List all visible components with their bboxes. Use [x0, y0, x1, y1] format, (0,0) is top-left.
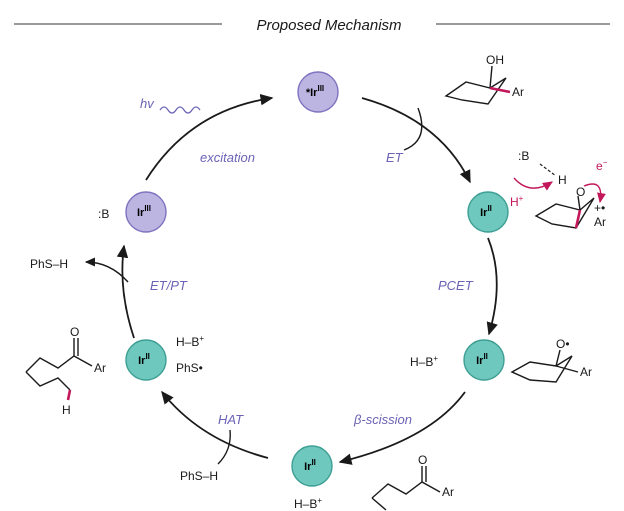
- opened-radical-o: O: [418, 453, 427, 467]
- product-h: H: [62, 403, 71, 417]
- step-hat: HAT: [218, 412, 244, 427]
- node-ir-excited: *IrIII: [297, 71, 339, 113]
- arrow-excitation: [145, 93, 274, 181]
- step-excitation: excitation: [200, 150, 255, 165]
- arrow-et-pt: [116, 244, 135, 339]
- step-hv: hv: [140, 96, 155, 111]
- node-ir-right-bottom-base: Ir: [476, 355, 484, 367]
- arrow-substrate-in: [403, 107, 423, 151]
- svg-text:H+: H+: [510, 194, 524, 209]
- node-ir-left-sup: II: [145, 352, 149, 361]
- pcet-e-minus: e−: [596, 158, 608, 173]
- substrate-ar: Ar: [512, 85, 524, 99]
- pcet-ring: [534, 195, 595, 229]
- step-et: ET: [386, 150, 404, 165]
- base-colon-label: :B: [98, 207, 109, 221]
- product-o: O: [70, 325, 79, 339]
- node-ir-excited-sup: III: [317, 84, 324, 93]
- pcet-radical-cation: +•: [594, 201, 605, 215]
- hv-wave: [159, 106, 201, 114]
- alkoxy-ring: [510, 349, 579, 383]
- pcet-ar: Ar: [594, 215, 606, 229]
- arrow-beta-scission: [338, 391, 466, 465]
- arrow-pcet: [486, 237, 498, 336]
- svg-text:*IrIII: *IrIII: [306, 84, 324, 99]
- node-ir-excited-base: *Ir: [306, 87, 318, 99]
- phsh-reagent-label: PhS–H: [180, 469, 218, 483]
- node-ir-ground-base: Ir: [137, 207, 145, 219]
- node-ir-left-base: Ir: [138, 355, 146, 367]
- arrow-hat: [161, 390, 269, 459]
- step-beta-scission: β-scission: [353, 412, 412, 427]
- pcet-proton-arrow: [513, 177, 553, 191]
- product-ar: Ar: [94, 361, 106, 375]
- phs-radical-label: PhS•: [176, 361, 203, 375]
- arrow-et: [361, 97, 471, 184]
- substrate-structure: [444, 65, 511, 105]
- hb-left-label: H–B+: [176, 334, 204, 349]
- step-et-pt: ET/PT: [150, 278, 188, 293]
- pcet-o-label: O: [576, 185, 585, 199]
- pcet-dash-bond: [539, 163, 557, 177]
- node-ir-right-bottom-sup: II: [483, 352, 487, 361]
- arrow-phsh-out: [84, 257, 129, 283]
- alkoxy-o-radical: O•: [556, 337, 570, 351]
- node-ir-bottom: IrII: [291, 445, 333, 487]
- svg-text:IrII: IrII: [304, 458, 316, 473]
- alkoxy-ar: Ar: [580, 365, 592, 379]
- pcet-h-label: H: [558, 173, 567, 187]
- svg-text:H–B+: H–B+: [410, 354, 438, 369]
- svg-text:IrII: IrII: [480, 204, 492, 219]
- node-ir-ground: IrIII: [125, 191, 167, 233]
- opened-radical-chain: [371, 466, 441, 511]
- step-pcet: PCET: [438, 278, 474, 293]
- opened-radical-ar: Ar: [442, 485, 454, 499]
- svg-text:e−: e−: [596, 158, 608, 173]
- node-ir-bottom-base: Ir: [304, 461, 312, 473]
- hb-bottom-label: H–B+: [294, 496, 322, 511]
- node-ir-right-bottom: IrII: [463, 339, 505, 381]
- phsh-product-label: PhS–H: [30, 257, 68, 271]
- svg-text:IrII: IrII: [476, 352, 488, 367]
- page-title: Proposed Mechanism: [256, 17, 401, 34]
- node-ir-right-top-base: Ir: [480, 207, 488, 219]
- svg-text:H–B+: H–B+: [176, 334, 204, 349]
- node-ir-left: IrII: [125, 339, 167, 381]
- svg-text:H–B+: H–B+: [294, 496, 322, 511]
- pcet-h-plus: H+: [510, 194, 524, 209]
- pcet-electron-arrow: [583, 183, 606, 204]
- node-ir-right-top: IrII: [467, 191, 509, 233]
- substrate-oh: OH: [486, 53, 504, 67]
- hb-right-label: H–B+: [410, 354, 438, 369]
- pcet-base-label: :B: [518, 149, 529, 163]
- svg-text:IrII: IrII: [138, 352, 150, 367]
- svg-text:IrIII: IrIII: [137, 204, 151, 219]
- arrow-phsh-in: [217, 429, 231, 465]
- product-chain: [25, 338, 93, 401]
- node-ir-ground-sup: III: [144, 204, 151, 213]
- node-ir-bottom-sup: II: [311, 458, 315, 467]
- node-ir-right-top-sup: II: [487, 204, 491, 213]
